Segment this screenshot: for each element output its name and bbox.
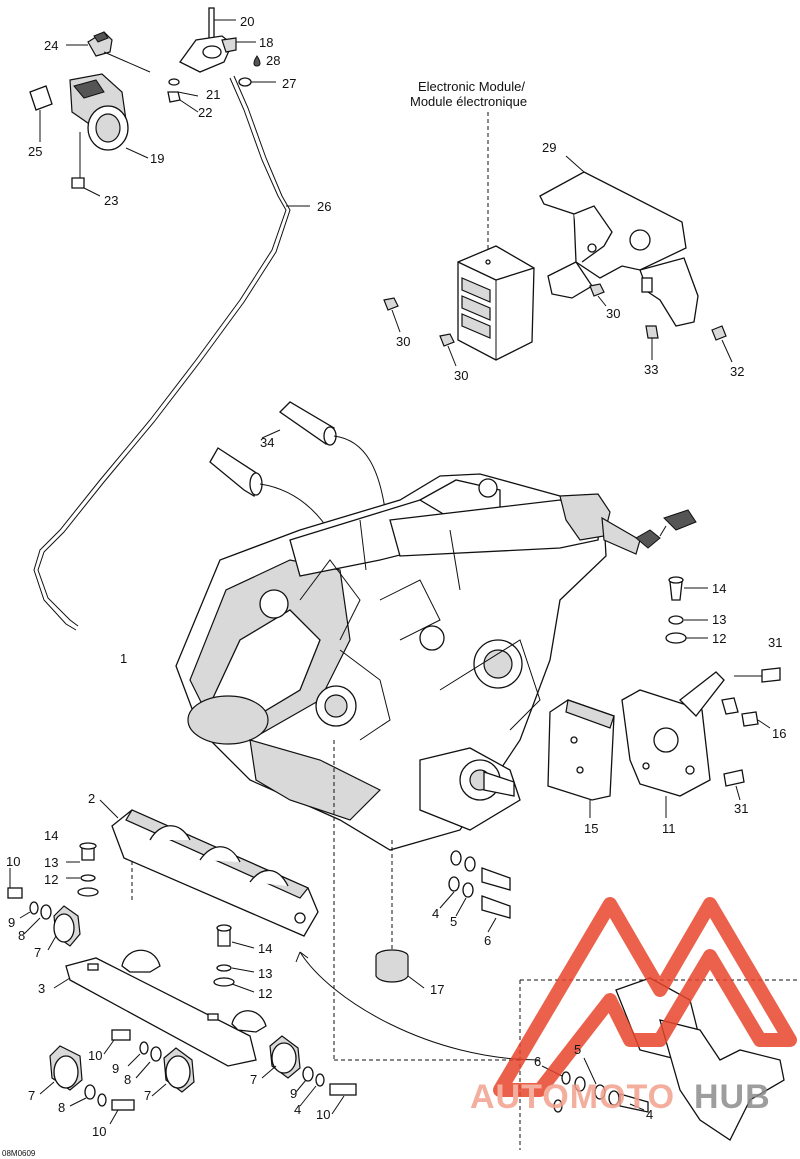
callout-3: 3 (38, 981, 45, 996)
callout-10-top: 10 (6, 854, 20, 869)
callout-14-right: 14 (712, 581, 726, 596)
sensor-connector-24 (66, 31, 151, 73)
engine-1 (175, 473, 697, 851)
callout-2: 2 (88, 791, 95, 806)
mount-7-bottom-right (261, 1035, 357, 1115)
bolt-set-4-5-6 (439, 850, 511, 933)
callout-4-inset: 4 (646, 1107, 653, 1122)
bolt-stack-left (66, 842, 99, 897)
callout-15: 15 (584, 821, 598, 836)
callout-19: 19 (150, 151, 164, 166)
callout-12-left: 12 (44, 872, 58, 887)
callout-4-top: 4 (432, 906, 439, 921)
callout-5-top: 5 (450, 914, 457, 929)
watermark-text-automoto: AUTOMOTO (470, 1078, 675, 1116)
module-title-en: Electronic Module/ (418, 79, 525, 94)
callout-7-bottom-left: 7 (28, 1088, 35, 1103)
crossmember-3 (53, 949, 267, 1067)
callout-9-center: 9 (112, 1061, 119, 1076)
callout-30c: 30 (454, 368, 468, 383)
callout-20: 20 (240, 14, 254, 29)
coil-19 (69, 73, 149, 178)
callout-8-left: 8 (18, 928, 25, 943)
callout-9-right: 9 (290, 1086, 297, 1101)
callout-30a: 30 (396, 334, 410, 349)
mount-7-bottom-left (39, 1045, 135, 1125)
callout-8-bottom-right: 4 (294, 1102, 301, 1117)
bracket-18 (179, 35, 256, 73)
callout-17: 17 (430, 982, 444, 997)
callout-29: 29 (542, 140, 556, 155)
callout-9-left: 9 (8, 915, 15, 930)
callout-24: 24 (44, 38, 58, 53)
callout-31-bottom: 31 (734, 801, 748, 816)
washer-21-nut-22 (167, 78, 199, 113)
callout-30b: 30 (606, 306, 620, 321)
callout-6-top: 6 (484, 933, 491, 948)
callout-33: 33 (644, 362, 658, 377)
callout-32: 32 (730, 364, 744, 379)
bolt-20 (208, 7, 236, 41)
watermark-logo: AUTOMOTO HUB (470, 897, 797, 1116)
mount-7-top-left (7, 868, 81, 951)
callout-25: 25 (28, 144, 42, 159)
clip-25 (29, 85, 53, 142)
callout-13-center: 13 (258, 966, 272, 981)
callout-7-bottom-center: 7 (144, 1088, 151, 1103)
callout-7-top-left: 7 (34, 945, 41, 960)
callout-14-center: 14 (258, 941, 272, 956)
callout-28: 28 (266, 53, 280, 68)
callout-16: 16 (772, 726, 786, 741)
rubber-pad-15 (547, 699, 615, 818)
callout-1: 1 (120, 651, 127, 666)
callout-5-inset: 5 (574, 1042, 581, 1057)
callout-10-center-left: 10 (88, 1048, 102, 1063)
callout-13-right: 13 (712, 612, 726, 627)
callout-23: 23 (104, 193, 118, 208)
callout-27: 27 (282, 76, 296, 91)
callout-31-top: 31 (768, 635, 782, 650)
callout-34: 34 (260, 435, 274, 450)
module-fasteners (383, 283, 733, 367)
cap-17 (375, 949, 425, 989)
vent-hose-26 (33, 75, 310, 631)
callout-8-center: 8 (124, 1072, 131, 1087)
mount-7-bottom-center (103, 1029, 195, 1097)
electronic-module-box (457, 245, 535, 361)
fitting-27-28 (238, 55, 276, 87)
callout-18: 18 (259, 35, 273, 50)
callout-10-bottom-left: 10 (92, 1124, 106, 1139)
callout-11: 11 (662, 821, 676, 836)
nut-23 (71, 177, 101, 197)
engine-mount-11 (621, 671, 725, 818)
callout-22: 22 (198, 105, 212, 120)
module-bracket-29 (539, 155, 699, 327)
fasteners-12-13-14-16-31 (665, 576, 781, 801)
engine-support-2 (99, 799, 319, 937)
callout-13-left: 13 (44, 855, 58, 870)
callout-21: 21 (206, 87, 220, 102)
callout-10-bottom-right: 10 (316, 1107, 330, 1122)
bolt-stack-center (213, 924, 255, 993)
callout-12-right: 12 (712, 631, 726, 646)
callout-7-bottom-right: 7 (250, 1072, 257, 1087)
module-title-fr: Module électronique (410, 94, 527, 109)
watermark-text-hub: HUB (694, 1078, 771, 1116)
callout-26: 26 (317, 199, 331, 214)
drawing-code: 08M0609 (2, 1149, 36, 1158)
callout-8-bottom-left: 8 (58, 1100, 65, 1115)
callout-6-inset: 6 (534, 1054, 541, 1069)
callout-12-center: 12 (258, 986, 272, 1001)
callout-14-left: 14 (44, 828, 58, 843)
callout-labels: 20 24 18 28 27 21 22 25 19 23 26 29 30 3… (6, 14, 786, 1139)
